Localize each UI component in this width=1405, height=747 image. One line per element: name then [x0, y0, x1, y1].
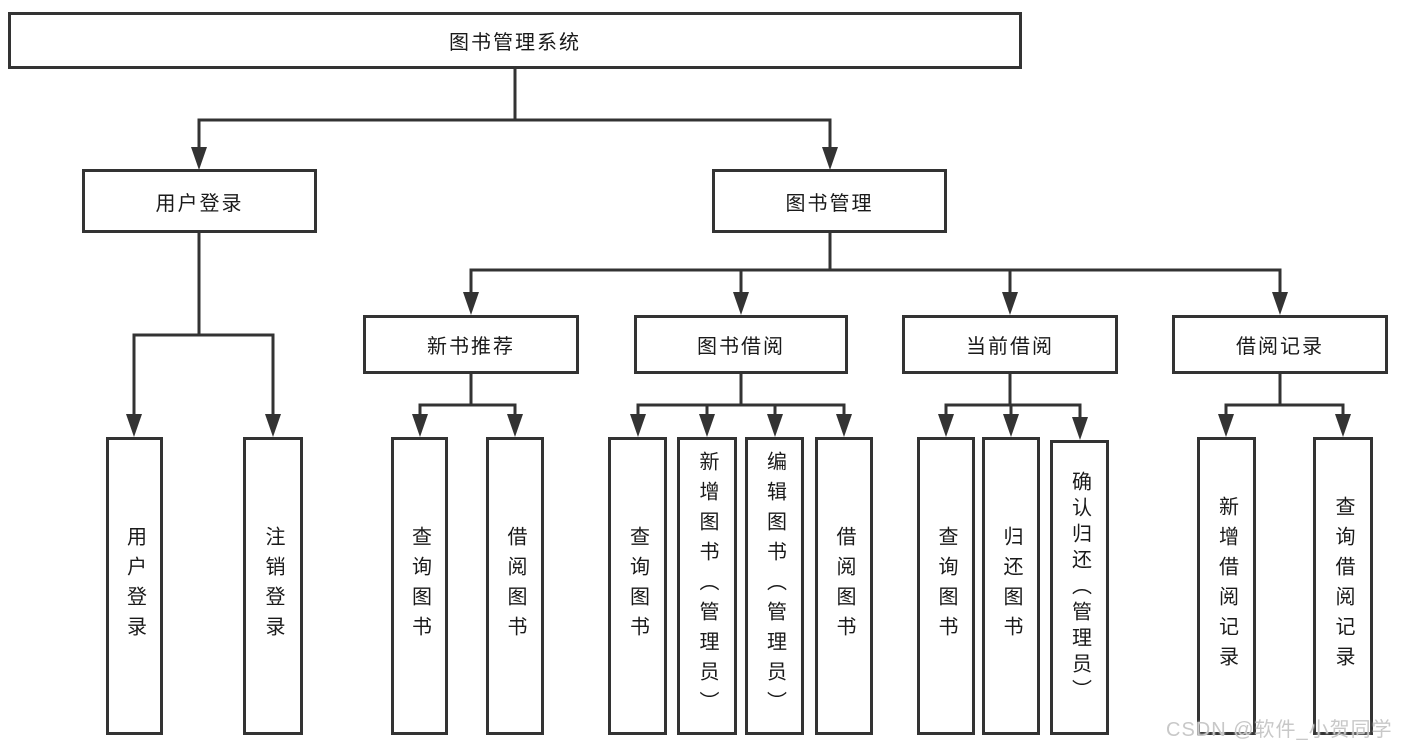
arrowhead: [1335, 414, 1351, 437]
leaf-rec-query-books-label: 查询图书: [408, 526, 431, 646]
leaf-borrow-query-books-label: 查询图书: [626, 526, 649, 646]
node-book-management-branch-label: 图书管理: [785, 192, 874, 215]
leaf-rec-borrow-books: 借阅图书: [486, 437, 544, 735]
leaf-borrow-borrow-books-label: 借阅图书: [833, 526, 855, 646]
arrowhead: [126, 414, 142, 437]
leaf-current-confirm-return-admin-label: 确认归还（管理员）: [1068, 470, 1091, 705]
arrowhead: [191, 147, 207, 170]
node-book-borrowing-label: 图书借阅: [697, 336, 785, 358]
leaf-borrow-add-books-admin: 新增图书（管理员）: [677, 437, 737, 735]
leaf-records-add-record-label: 新增借阅记录: [1215, 496, 1238, 676]
leaf-rec-borrow-books-label: 借阅图书: [504, 526, 526, 646]
arrowhead: [1272, 292, 1288, 315]
leaf-current-return-books-label: 归还图书: [1000, 526, 1022, 646]
arrowhead: [836, 414, 852, 437]
leaf-current-query-books: 查询图书: [917, 437, 975, 735]
node-new-book-recommendation: 新书推荐: [363, 315, 579, 374]
leaf-rec-query-books: 查询图书: [391, 437, 448, 735]
arrowhead: [507, 414, 523, 437]
leaf-logout: 注销登录: [243, 437, 303, 735]
arrowhead: [938, 414, 954, 437]
connector-user-login-split: [132, 233, 275, 414]
leaf-records-add-record: 新增借阅记录: [1197, 437, 1256, 735]
leaf-records-query-record: 查询借阅记录: [1313, 437, 1373, 735]
leaf-current-query-books-label: 查询图书: [935, 526, 957, 646]
connector-root-split: [197, 68, 832, 147]
leaf-current-return-books: 归还图书: [982, 437, 1040, 735]
connector-book-mgmt-split: [469, 233, 1282, 292]
node-current-borrowing-label: 当前借阅: [966, 336, 1054, 358]
node-borrowing-records: 借阅记录: [1172, 315, 1388, 374]
arrowhead: [630, 414, 646, 437]
arrowhead: [822, 147, 838, 170]
arrowhead: [699, 414, 715, 437]
node-borrowing-records-label: 借阅记录: [1236, 336, 1324, 358]
arrowhead: [1072, 417, 1088, 440]
arrowhead: [463, 292, 479, 315]
leaf-current-confirm-return-admin: 确认归还（管理员）: [1050, 440, 1109, 735]
leaf-borrow-query-books: 查询图书: [608, 437, 667, 735]
leaf-logout-label: 注销登录: [262, 526, 284, 646]
node-book-management-branch: 图书管理: [712, 169, 947, 233]
arrowhead: [1003, 414, 1019, 437]
leaf-user-login: 用户登录: [106, 437, 163, 735]
leaf-borrow-borrow-books: 借阅图书: [815, 437, 873, 735]
arrowhead: [412, 414, 428, 437]
connector-book-borrow-split: [636, 374, 846, 414]
node-root-system: 图书管理系统: [8, 12, 1022, 69]
arrowhead: [1218, 414, 1234, 437]
arrowhead: [767, 414, 783, 437]
node-new-book-recommendation-label: 新书推荐: [427, 336, 515, 358]
leaf-records-query-record-label: 查询借阅记录: [1332, 496, 1354, 676]
leaf-borrow-edit-books-admin: 编辑图书（管理员）: [745, 437, 804, 735]
arrowhead: [265, 414, 281, 437]
connector-current-borrow-split: [944, 374, 1082, 417]
connector-new-book-rec-split: [418, 374, 517, 414]
leaf-borrow-edit-books-admin-label: 编辑图书（管理员）: [763, 451, 786, 721]
arrowhead: [733, 292, 749, 315]
node-root-system-label: 图书管理系统: [449, 32, 581, 54]
connector-borrow-records-split: [1224, 374, 1345, 414]
connector-lines: [132, 68, 1345, 417]
leaf-user-login-label: 用户登录: [123, 526, 146, 646]
arrowhead: [1002, 292, 1018, 315]
leaf-borrow-add-books-admin-label: 新增图书（管理员）: [696, 451, 718, 721]
csdn-watermark: CSDN @软件_小贺同学: [1166, 719, 1393, 741]
node-user-login-branch-label: 用户登录: [155, 192, 244, 215]
node-user-login-branch: 用户登录: [82, 169, 317, 233]
node-book-borrowing: 图书借阅: [634, 315, 848, 374]
arrowheads: [126, 147, 1351, 440]
node-current-borrowing: 当前借阅: [902, 315, 1118, 374]
